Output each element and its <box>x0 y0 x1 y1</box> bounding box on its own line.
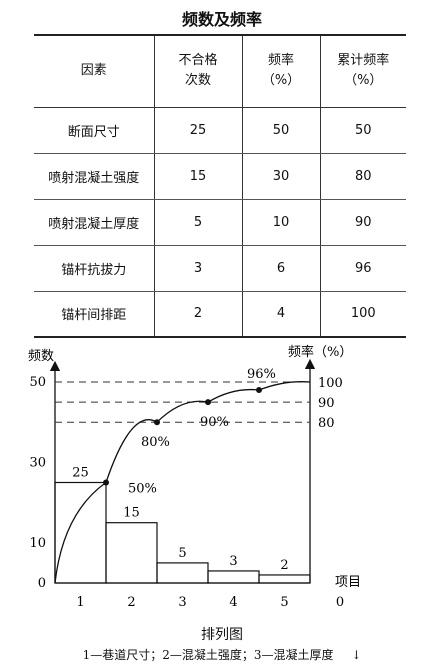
bar-value-label: 2 <box>280 558 288 573</box>
cumulative-point <box>154 419 160 426</box>
figure-legend: 1—巷道尺寸；2—混凝土强度；3—混凝土厚度 ↓ <box>0 646 444 663</box>
frequency-table: 因素 不合格 次数 频率 （%） 累计频率 （%） 断面尺寸 25 50 50 … <box>34 34 406 338</box>
cell-cumulative: 80 <box>319 153 406 200</box>
bar-value-label: 5 <box>178 546 186 561</box>
table-row: 锚杆抗拔力 3 6 96 <box>34 245 406 292</box>
y-tick-label: 50 <box>29 375 46 390</box>
cell-cumulative: 50 <box>319 107 406 154</box>
table-row: 锚杆间排距 2 4 100 <box>34 291 406 338</box>
header-frequency-line2: （%） <box>261 73 301 89</box>
cell-count: 15 <box>153 153 243 200</box>
x-tick-label: 3 <box>178 595 186 610</box>
y-tick-label: 0 <box>38 576 46 591</box>
y2-axis-label: 频率（%） <box>288 344 352 360</box>
bar-value-label: 15 <box>123 506 140 521</box>
cell-cumulative: 96 <box>319 245 406 292</box>
x-axis-label: 项目 <box>335 575 361 590</box>
bar <box>105 522 158 584</box>
header-factor-label: 因素 <box>80 63 107 79</box>
header-frequency: 频率 （%） <box>241 34 321 108</box>
cumulative-percent-label: 96% <box>247 367 276 382</box>
x-tick-label: 4 <box>229 595 237 610</box>
table-row: 断面尺寸 25 50 50 <box>34 107 406 154</box>
cell-frequency: 30 <box>241 153 321 200</box>
cell-count: 5 <box>153 199 243 246</box>
cumulative-point <box>103 479 109 486</box>
table-header-row: 因素 不合格 次数 频率 （%） 累计频率 （%） <box>34 34 406 108</box>
cumulative-point <box>256 387 262 394</box>
y2-tick-label: 90 <box>318 396 335 411</box>
header-count: 不合格 次数 <box>153 34 243 108</box>
cell-count: 3 <box>153 245 243 292</box>
cell-cumulative: 90 <box>319 199 406 246</box>
x-tick-label: 1 <box>76 595 84 610</box>
cell-frequency: 4 <box>241 291 321 338</box>
x-tick-label-end: 0 <box>336 595 344 610</box>
header-cumulative-line2: （%） <box>344 73 383 89</box>
figure-title: 排列图 <box>201 627 243 643</box>
cumulative-percent-label: 50% <box>128 482 157 497</box>
bar <box>258 574 311 584</box>
y-tick-label: 30 <box>29 455 46 470</box>
page-title: 频数及频率 <box>181 10 262 29</box>
cell-factor: 喷射混凝土厚度 <box>34 199 155 246</box>
x-tick-label: 2 <box>127 595 135 610</box>
cell-factor: 喷射混凝土强度 <box>34 153 155 200</box>
table-row: 喷射混凝土厚度 5 10 90 <box>34 199 406 246</box>
cell-frequency: 6 <box>241 245 321 292</box>
y2-tick-label: 80 <box>318 416 335 431</box>
cumulative-percent-label: 80% <box>141 435 170 450</box>
bar-value-label: 3 <box>229 554 237 569</box>
header-count-line1: 不合格 <box>178 53 218 69</box>
header-cumulative: 累计频率 （%） <box>319 34 406 108</box>
bar-value-label: 25 <box>72 466 89 481</box>
cumulative-point <box>205 399 211 406</box>
figure-legend-text: 1—巷道尺寸；2—混凝土强度；3—混凝土厚度 <box>82 648 334 662</box>
cell-count: 25 <box>153 107 243 154</box>
cell-factor: 锚杆间排距 <box>34 291 155 338</box>
header-count-line2: 次数 <box>184 73 211 89</box>
table-row: 喷射混凝土强度 15 30 80 <box>34 153 406 200</box>
x-tick-label: 5 <box>280 595 288 610</box>
y2-tick-label: 100 <box>318 376 343 391</box>
y-tick-label: 10 <box>29 536 46 551</box>
y-axis-label: 频数 <box>28 349 54 364</box>
figure-legend-mark: ↓ <box>351 648 362 662</box>
header-cumulative-line1: 累计频率 <box>337 53 390 69</box>
header-frequency-line1: 频率 <box>267 53 294 69</box>
cell-frequency: 50 <box>241 107 321 154</box>
cell-frequency: 10 <box>241 199 321 246</box>
bar <box>207 570 260 584</box>
cumulative-percent-label: 90% <box>200 415 229 430</box>
bar <box>156 562 209 584</box>
bar <box>54 481 107 584</box>
cell-factor: 锚杆抗拔力 <box>34 245 155 292</box>
cell-factor: 断面尺寸 <box>34 107 155 154</box>
header-factor: 因素 <box>34 34 155 108</box>
cell-cumulative: 100 <box>319 291 406 338</box>
